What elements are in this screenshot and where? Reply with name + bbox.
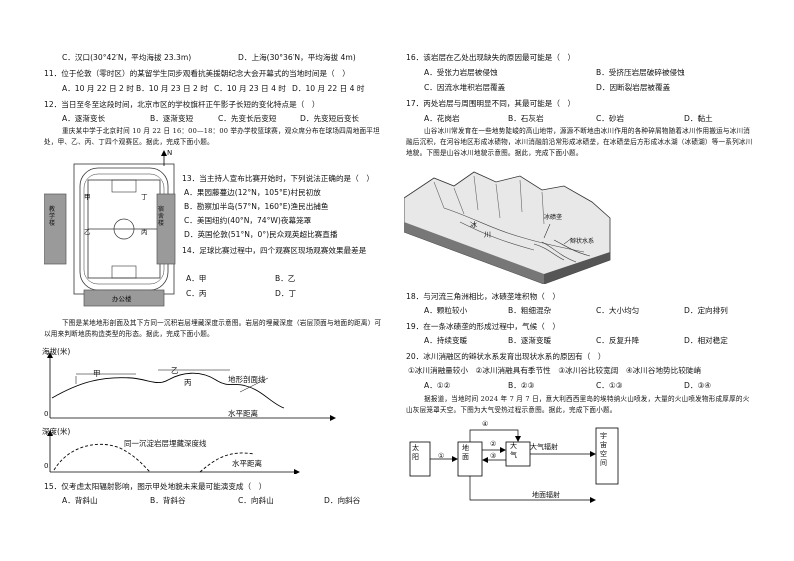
building-office <box>83 289 165 307</box>
q17-option-d[interactable]: D．黏土 <box>684 114 713 123</box>
terrain-profile-chart <box>47 352 336 421</box>
q14-stem: 14．足球比赛过程中，四个观赛区现场观赛效果最差是 <box>182 246 367 255</box>
q19-option-b[interactable]: B．逐渐变暖 <box>508 336 552 345</box>
label-teach-building: 教学楼 <box>49 206 56 227</box>
q20-option-a[interactable]: A．①② <box>424 381 451 390</box>
rock-depth-chart <box>47 430 300 474</box>
q12-option-a[interactable]: A．逐渐变长 <box>62 114 106 123</box>
q15-option-d[interactable]: D．向斜谷 <box>324 496 361 505</box>
passage-basketball: 重庆某中学于北京时间 10 月 22 日 16：00—18：00 举办学校篮球赛… <box>44 127 380 146</box>
q11-option-c[interactable]: C．10 月 23 日 4 时 <box>214 84 286 93</box>
q13-stem: 13．当主持人宣布比赛开始时，下列说法正确的是（ ） <box>182 174 374 183</box>
q16-option-b[interactable]: B．受挤压岩层破碎被侵蚀 <box>596 68 685 77</box>
label-dorm-building: 宿舍楼 <box>158 206 165 227</box>
passage-glacier: 山谷冰川常发育在一些地势陡峻的高山地带，源源不断地由冰川作用的各种碎屑物随着冰川… <box>406 127 753 157</box>
q15-option-c[interactable]: C．向斜山 <box>238 496 274 505</box>
q17-stem: 17．丙处岩层与周围明显不同，其最可能是（ ） <box>406 99 576 108</box>
q12-option-c[interactable]: C．先变长后变短 <box>218 114 277 123</box>
q11-option-b[interactable]: B．10 月 23 日 2 时 <box>136 84 208 93</box>
north-arrow-label: N <box>167 149 173 157</box>
passage-profile: 下图是某地地形剖面及其下方同一沉积岩层埋藏深度示意图。岩层的埋藏深度（岩层顶面与… <box>44 319 382 338</box>
q13-option-b[interactable]: B．勘察加半岛(57°N，160°E)渔民出捕鱼 <box>184 202 329 211</box>
box-ground: 地面 <box>462 444 469 461</box>
building-teach <box>44 193 67 265</box>
q18-option-b[interactable]: B．粗细混杂 <box>508 306 552 315</box>
zone-jia: 甲 <box>84 193 91 201</box>
q18-option-c[interactable]: C．大小均匀 <box>596 306 640 315</box>
label-ground-radiation: 地面辐射 <box>532 491 560 499</box>
q12-option-d[interactable]: D．先变短后变长 <box>300 114 360 123</box>
label-office-building: 办公楼 <box>112 295 132 303</box>
depth-x-axis-label: 水平距离 <box>232 459 262 468</box>
depth-y-axis-label: 深度(米) <box>42 427 71 436</box>
arrow-num-4: ④ <box>482 420 489 428</box>
q17-option-b[interactable]: B．石灰岩 <box>508 114 544 123</box>
profile-x-axis-label: 水平距离 <box>228 409 258 418</box>
q14-option-b[interactable]: B．乙 <box>275 274 296 283</box>
profile-origin-label: 0 <box>44 410 49 418</box>
zone-bing: 丙 <box>141 228 148 236</box>
q20-statements: ①冰川消融量较小 ②冰川消融具有季节性 ③冰川谷比较宽阔 ④冰川谷地势比较陡峭 <box>408 366 702 375</box>
profile-mark-bing: 丙 <box>184 378 192 387</box>
label-moraine: 冰碛垄 <box>544 214 563 221</box>
glacier-diagram <box>404 171 611 284</box>
depth-curve-label: 同一沉淀岩层埋藏深度线 <box>124 439 207 448</box>
q18-stem: 18．与河流三角洲相比，冰碛垄堆积物（ ） <box>406 292 560 301</box>
profile-mark-yi: 乙 <box>171 366 179 375</box>
q11-option-d[interactable]: D．10 月 22 日 4 时 <box>292 84 365 93</box>
label-atm-radiation: 大气辐射 <box>530 443 558 451</box>
q13-option-d[interactable]: D．英国伦敦(51°N，0°)民众观英超比赛直播 <box>184 230 338 239</box>
zone-yi: 乙 <box>84 228 91 236</box>
q14-option-d[interactable]: D．丁 <box>275 289 297 298</box>
q19-option-d[interactable]: D．相对稳定 <box>684 336 728 345</box>
q20-option-c[interactable]: C．①③ <box>596 381 623 390</box>
q12-option-b[interactable]: B．逐渐变短 <box>150 114 194 123</box>
profile-y-axis-label: 海拔(米) <box>42 347 71 356</box>
q19-option-c[interactable]: C．反复升降 <box>596 336 640 345</box>
q20-option-b[interactable]: B．②③ <box>508 381 535 390</box>
depth-origin-label: 0 <box>44 462 49 470</box>
q16-stem: 16．该岩层在乙处出现缺失的原因最可能是（ ） <box>406 53 576 62</box>
label-glacier-bing: 冰 <box>470 221 477 229</box>
q10-option-c[interactable]: C．汉口(30°42′N，平均海拔 23.3m) <box>62 53 192 62</box>
arrow-num-2: ② <box>490 440 497 448</box>
label-glacier-chuan: 川 <box>484 231 491 239</box>
q17-option-c[interactable]: C．砂岩 <box>596 114 625 123</box>
q20-option-d[interactable]: D．③④ <box>684 381 712 390</box>
passage-volcano: 据报道，当地时间 2024 年 7 月 7 日，意大利西西里岛的埃特纳火山喷发，… <box>406 395 750 414</box>
profile-curve-label: 地形剖面线 <box>228 375 266 384</box>
q18-option-d[interactable]: D．定向排列 <box>684 306 728 315</box>
q11-option-a[interactable]: A．10 月 22 日 2 时 <box>62 84 134 93</box>
q18-option-a[interactable]: A．颗粒较小 <box>424 306 468 315</box>
q12-stem: 12．当日至冬至这段时间，北京市区的学校旗杆正午影子长短的变化特点是（ ） <box>44 100 320 109</box>
q17-option-a[interactable]: A．花岗岩 <box>424 114 460 123</box>
arrow-num-1: ① <box>438 452 445 460</box>
school-map <box>44 150 176 307</box>
q20-stem: 20．冰川消融区的辫状水系发育出现状水系的原因有（ ） <box>406 352 606 361</box>
profile-mark-jia: 甲 <box>93 369 101 378</box>
q15-option-a[interactable]: A．背斜山 <box>62 496 98 505</box>
q11-stem: 11．位于伦敦（零时区）的某留学生同步观看抗美援朝纪念大会开幕式的当地时间是（ … <box>44 69 350 78</box>
q15-option-b[interactable]: B．背斜谷 <box>150 496 186 505</box>
box-atmosphere: 大气 <box>510 442 517 459</box>
q13-option-a[interactable]: A．果园藤蔓边(12°N，105°E)村民初放 <box>184 188 321 197</box>
q19-option-a[interactable]: A．持续变暖 <box>424 336 468 345</box>
zone-ding: 丁 <box>141 193 148 201</box>
box-space: 宇宙空间 <box>600 432 607 467</box>
q14-option-a[interactable]: A．甲 <box>186 274 207 283</box>
box-sun: 太阳 <box>412 444 419 461</box>
q14-option-c[interactable]: C．丙 <box>186 289 207 298</box>
q16-option-d[interactable]: D．因断裂岩层被覆盖 <box>596 83 671 92</box>
q13-option-c[interactable]: C．美国纽约(40°N，74°W)夜幕笼罩 <box>184 216 312 225</box>
label-braided-river: 辫状水系 <box>570 238 595 245</box>
atmospheric-heating-diagram <box>409 427 619 503</box>
q10-option-d[interactable]: D．上海(30°36′N，平均海拔 4m) <box>238 53 356 62</box>
q16-option-a[interactable]: A．受张力岩层被侵蚀 <box>424 68 498 77</box>
arrow-num-3: ③ <box>490 452 497 460</box>
q16-option-c[interactable]: C．因流水堆积岩层覆盖 <box>424 83 506 92</box>
building-dorm <box>156 193 176 265</box>
q19-stem: 19．在一条冰碛垄的形成过程中，气候（ ） <box>406 322 560 331</box>
q15-stem: 15．仅考虑太阳辐射影响，图示甲处地貌未来最可能演变成（ ） <box>44 482 267 491</box>
